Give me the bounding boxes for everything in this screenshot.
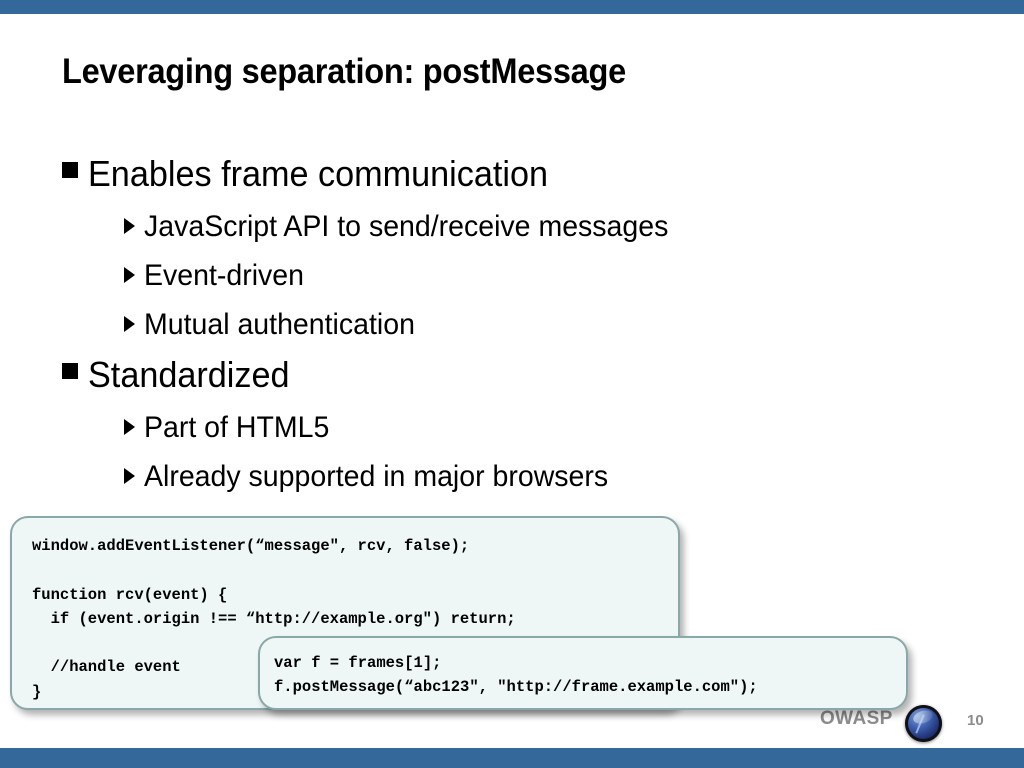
bullet-text: Mutual authentication [144, 308, 415, 341]
bullet-item-level1: Standardized [62, 349, 962, 401]
bullet-item-level2: Part of HTML5 [124, 403, 962, 452]
top-accent-bar [0, 0, 1024, 14]
owasp-globe-icon [905, 705, 942, 742]
owasp-wordmark: OWASP [820, 708, 893, 729]
triangle-bullet-icon [124, 218, 135, 234]
bullet-text: Event-driven [144, 259, 305, 292]
bullet-text: Enables frame communication [88, 153, 549, 194]
bullet-item-level2: Already supported in major browsers [124, 452, 962, 501]
triangle-bullet-icon [124, 419, 135, 435]
page-title: Leveraging separation: postMessage [62, 52, 626, 91]
bullet-item-level1: Enables frame communication [62, 148, 962, 200]
bullet-item-level2: Mutual authentication [124, 300, 962, 349]
page-number: 10 [967, 712, 984, 729]
bullet-text: Standardized [88, 354, 290, 395]
bottom-accent-bar [0, 748, 1024, 768]
square-bullet-icon [62, 162, 78, 178]
triangle-bullet-icon [124, 316, 135, 332]
triangle-bullet-icon [124, 267, 135, 283]
bullet-list: Enables frame communication JavaScript A… [62, 148, 962, 501]
bullet-text: Part of HTML5 [144, 411, 330, 444]
bullet-text: JavaScript API to send/receive messages [144, 210, 669, 243]
code-block: var f = frames[1]; f.postMessage(“abc123… [274, 654, 758, 697]
square-bullet-icon [62, 363, 78, 379]
code-block: window.addEventListener(“message", rcv, … [32, 537, 516, 701]
code-callout-sender: var f = frames[1]; f.postMessage(“abc123… [258, 636, 908, 710]
triangle-bullet-icon [124, 468, 135, 484]
bullet-text: Already supported in major browsers [144, 460, 609, 493]
bullet-item-level2: Event-driven [124, 251, 962, 300]
bullet-item-level2: JavaScript API to send/receive messages [124, 202, 962, 251]
